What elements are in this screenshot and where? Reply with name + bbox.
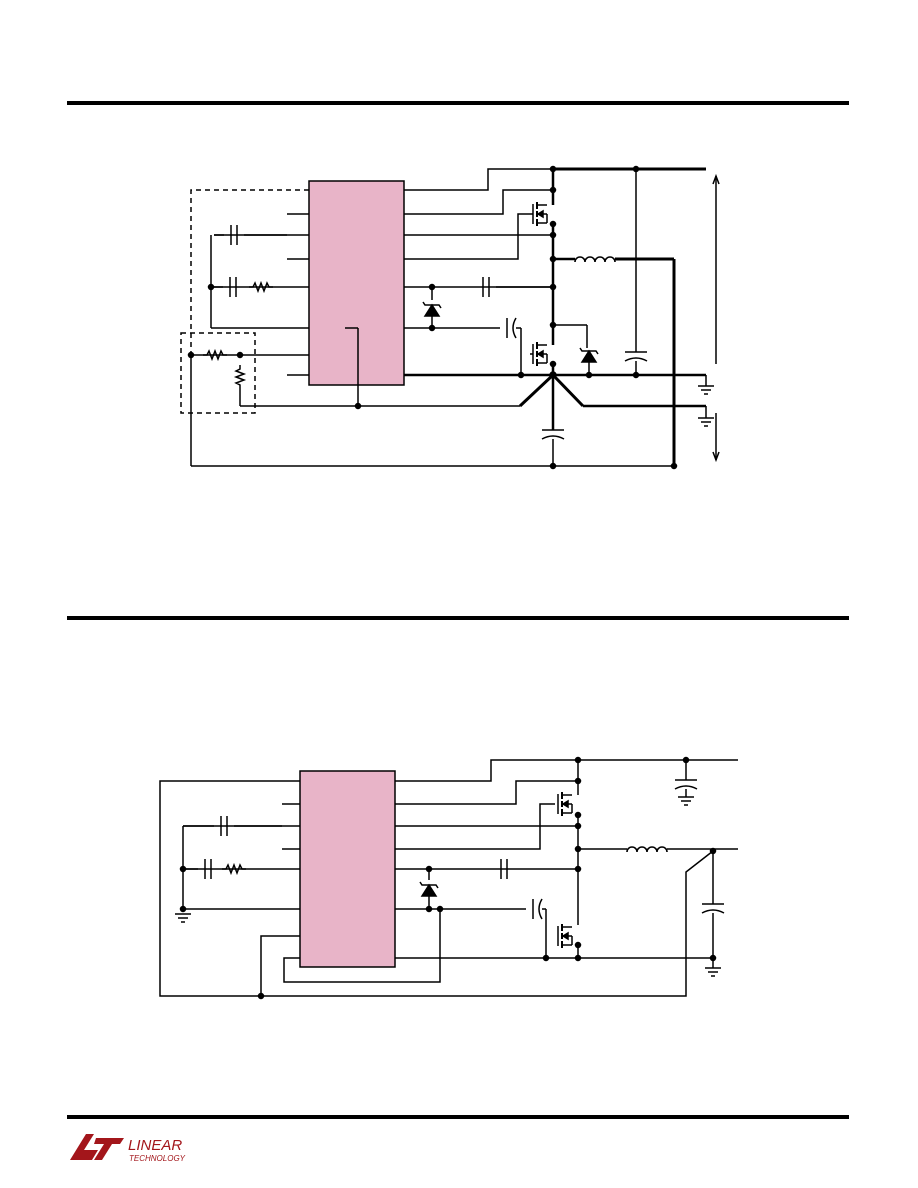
rule-middle bbox=[67, 616, 849, 620]
schematic-top bbox=[180, 165, 720, 470]
rule-bottom bbox=[67, 1115, 849, 1119]
controller-ic-bottom bbox=[299, 770, 396, 968]
schematic-bottom bbox=[159, 756, 738, 1000]
controller-ic-top bbox=[308, 180, 405, 386]
lt-logo-icon bbox=[70, 1134, 124, 1160]
rule-top bbox=[67, 101, 849, 105]
section-rules bbox=[67, 101, 849, 1119]
logo-line1: LINEAR bbox=[128, 1137, 182, 1154]
logo-line2: TECHNOLOGY bbox=[129, 1154, 186, 1163]
